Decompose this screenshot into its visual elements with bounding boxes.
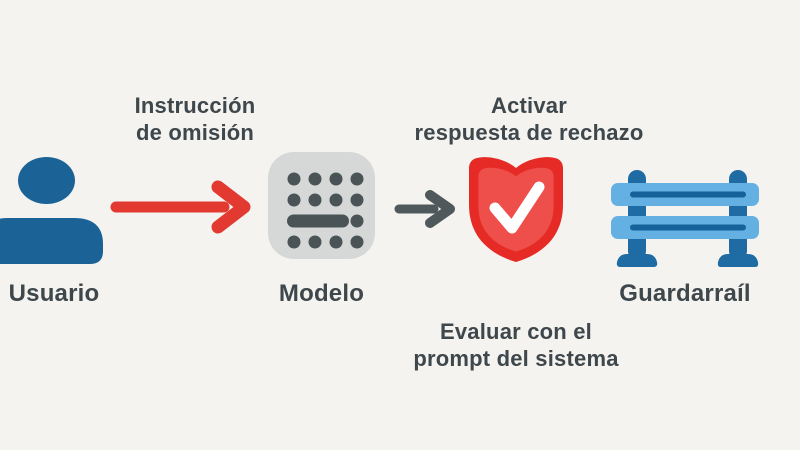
- annotation-trigger-refusal-line1: Activar: [491, 93, 567, 118]
- annotation-evaluate-prompt: Evaluar con el prompt del sistema: [386, 318, 646, 372]
- annotation-omission-line1: Instrucción: [134, 93, 256, 118]
- annotation-omission-line2: de omisión: [135, 120, 255, 145]
- annotation-evaluate-prompt-line2: prompt del sistema: [413, 346, 619, 371]
- model-dots-icon: [268, 152, 375, 259]
- user-label: Usuario: [8, 280, 100, 307]
- shield-check-icon: [469, 157, 563, 262]
- user-icon: [0, 157, 103, 264]
- model-label: Modelo: [278, 280, 365, 307]
- annotation-trigger-refusal: Activar respuesta de rechazo: [394, 92, 664, 146]
- gray-arrow-icon: [394, 190, 455, 228]
- annotation-omission: Instrucción de omisión: [85, 92, 305, 146]
- annotation-trigger-refusal-line2: respuesta de rechazo: [414, 120, 644, 145]
- guardrail-label: Guardarraíl: [619, 280, 751, 307]
- guardrail-fence-icon: [611, 170, 759, 267]
- red-arrow-icon: [110, 180, 251, 234]
- annotation-evaluate-prompt-line1: Evaluar con el: [440, 319, 592, 344]
